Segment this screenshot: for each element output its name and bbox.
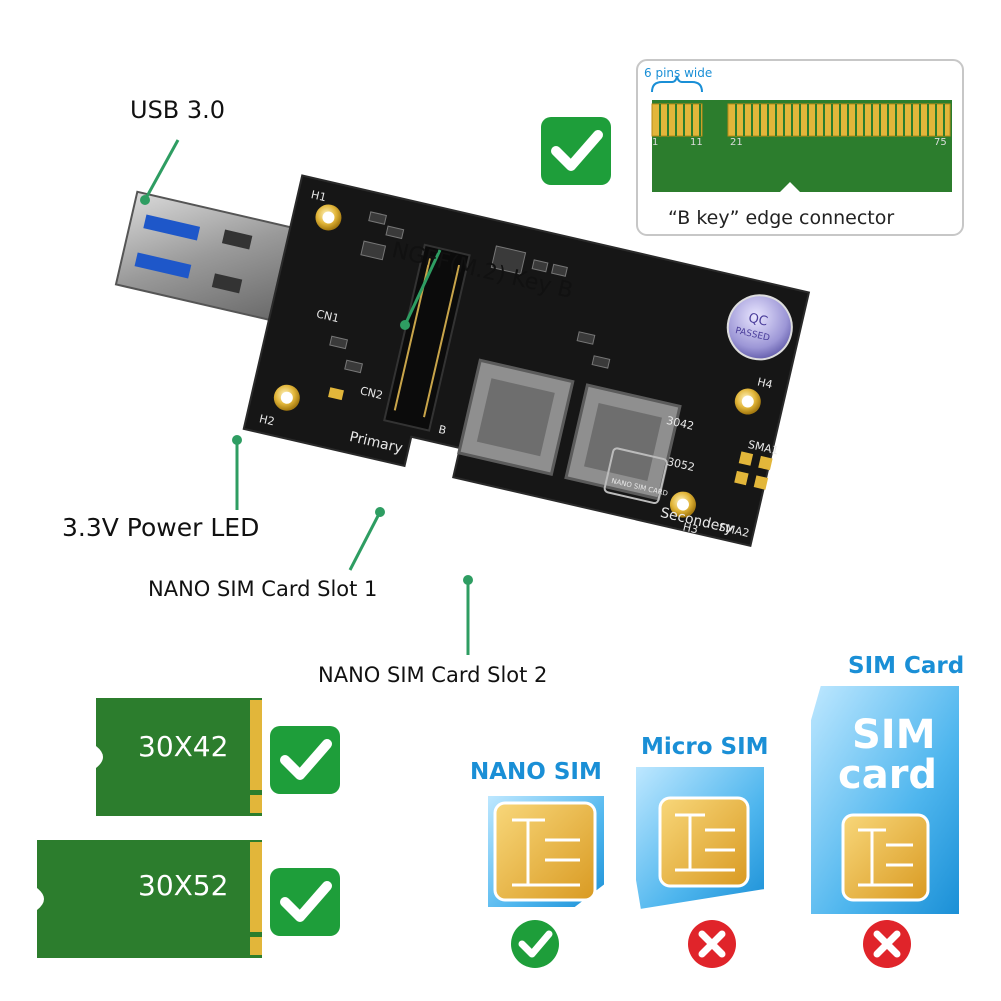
- check-circle-nano-sim: [511, 920, 559, 968]
- edge-connector-caption: “B key” edge connector: [668, 207, 895, 229]
- board-label-b: B: [437, 423, 447, 437]
- cross-circle-micro-sim: [688, 920, 736, 968]
- board-label-h1: H1: [310, 188, 328, 204]
- pin-21-label: 21: [730, 137, 743, 148]
- qc-label: QC: [747, 311, 769, 330]
- pin-75-label: 75: [934, 137, 947, 148]
- nano-sim-card: [486, 794, 606, 909]
- check-badge-30x52: [270, 868, 340, 936]
- sim-slot-2-label: NANO SIM Card Slot 2: [318, 663, 548, 687]
- board-label-cn2: CN2: [359, 384, 384, 402]
- edge-connector-inset: [636, 59, 964, 236]
- sim-slot-1-label: NANO SIM Card Slot 1: [148, 577, 378, 601]
- module-size-label-30x42: 30X42: [138, 730, 229, 763]
- nano-sim-title: NANO SIM: [469, 758, 603, 786]
- check-badge-edge-connector: [541, 117, 611, 185]
- pin-11-label: 11: [690, 137, 703, 148]
- pins-wide-label: 6 pins wide: [644, 66, 713, 80]
- board-label-h2: H2: [258, 412, 276, 428]
- pin-1-label: 1: [652, 137, 659, 148]
- power-led-label: 3.3V Power LED: [62, 513, 260, 542]
- cross-circle-sim-card: [863, 920, 911, 968]
- sim-card-text-line-1: SIM: [852, 712, 936, 758]
- board-label-h4: H4: [756, 375, 774, 391]
- module-size-label-30x52: 30X52: [138, 869, 229, 902]
- micro-sim-card: [634, 765, 766, 912]
- board-label-3052: 3052: [666, 455, 696, 474]
- adapter-board: [114, 174, 811, 548]
- check-badge-30x42: [270, 726, 340, 794]
- usb-label: USB 3.0: [130, 96, 226, 124]
- micro-sim-title: Micro SIM: [640, 733, 770, 761]
- usb-plug: [114, 190, 295, 322]
- sim-card-text-line-2: card: [838, 752, 938, 798]
- module-card-30x52: [37, 840, 262, 958]
- board-label-cn1: CN1: [315, 307, 340, 325]
- module-card-30x42: [96, 698, 262, 816]
- callout-lines: [140, 139, 473, 655]
- sim-card-title: SIM Card: [847, 652, 965, 680]
- board-label-h3: H3: [682, 520, 700, 536]
- board-label-3042: 3042: [665, 414, 695, 433]
- full-sim-card: [809, 684, 961, 916]
